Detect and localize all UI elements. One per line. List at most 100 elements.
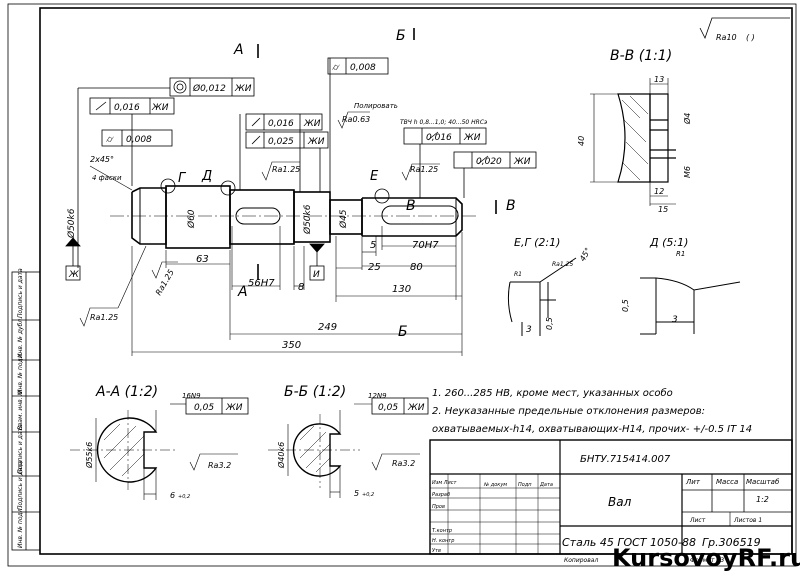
section-a-bottom: А (237, 284, 248, 300)
tb-copied: Копировал (564, 557, 598, 564)
vv-12: 12 (654, 187, 664, 196)
dia-50k6-left: Ø50k6 (66, 208, 77, 239)
tol-cyl-1: 0,008 (126, 135, 152, 145)
detail-g-label: Г (178, 171, 187, 186)
svg-text:Ra10: Ra10 (716, 33, 737, 42)
dim-130: 130 (392, 284, 411, 295)
vv-40: 40 (577, 136, 586, 146)
tol-cyl-2: 0,008 (350, 63, 376, 73)
dia-60: Ø60 (186, 209, 197, 229)
note-3: охватываемых-h14, охватывающих-H14, проч… (432, 424, 752, 435)
detail-eg-drawing (507, 257, 577, 336)
tol-runout-5: 0,020 (476, 157, 502, 167)
detail-d-drawing (640, 277, 741, 335)
side-stamp (11, 271, 41, 551)
outer-frame (7, 3, 797, 567)
tb-row-ncontrol: Н. контр (432, 538, 454, 544)
tol-runout-4-ref: ЖИ (463, 133, 481, 143)
side-label-6: Подпись и дата (17, 460, 24, 510)
tol-cyl-1-icon: ⌭ (106, 135, 114, 145)
tb-part-name: Вал (608, 495, 632, 509)
dim-80: 80 (410, 262, 423, 273)
tol-runout-2-ref: ЖИ (303, 119, 321, 129)
tb-col-change: Изм Лист (432, 480, 458, 486)
section-aa-depth-tol: +0,2 (178, 494, 190, 500)
dim-56h7: 56H7 (248, 278, 275, 289)
polish-ra: Ra0.63 (342, 115, 370, 124)
tol-runout-3-ref: ЖИ (307, 137, 325, 147)
detail-d-05: 0,5 (621, 299, 630, 312)
detail-e-circle (374, 188, 390, 204)
section-v-left: В (406, 198, 416, 214)
section-bb-dia: Ø40k6 (276, 442, 286, 469)
vv-13: 13 (654, 75, 664, 84)
section-bb-title: Б-Б (1:2) (284, 384, 346, 400)
chamfer-count: 4 фаски (92, 174, 122, 182)
tb-material: Сталь 45 ГОСТ 1050-88 (562, 536, 696, 549)
section-v-right: В (506, 198, 516, 214)
detail-d-title: Д (5:1) (649, 236, 688, 249)
datum-i: И (313, 270, 320, 280)
detail-d-circle (220, 180, 236, 196)
note-1: 1. 260...285 HB, кроме мест, указанных о… (432, 387, 673, 399)
tb-col-mass: Масса (716, 478, 738, 486)
tb-sheet: Лист (689, 517, 706, 524)
tb-col-sign: Подп (518, 482, 532, 488)
detail-d-label: Д (201, 169, 212, 184)
section-b-bottom: Б (398, 324, 408, 340)
dim-8: 8 (298, 282, 304, 293)
vv-d4: Ø4 (682, 113, 692, 125)
side-label-4: Взам. инв. № (17, 389, 24, 430)
section-aa-key: 16N9 (182, 392, 201, 400)
section-bb-key: 12N9 (368, 392, 387, 400)
keyway-1 (235, 207, 281, 225)
tol-runout-3: 0,025 (268, 137, 294, 147)
tol-runout-4: 0,016 (426, 133, 452, 143)
dim-70h7: 70H7 (412, 240, 439, 251)
section-bb-depth: 5 (354, 489, 359, 498)
tb-col-date: Дата (539, 482, 553, 488)
dim-249: 249 (318, 322, 337, 333)
detail-eg-3: 3 (526, 325, 532, 335)
tol-coax-ref: ЖИ (234, 84, 252, 94)
tb-col-docnum: № докум (483, 482, 507, 488)
tb-row-tcontrol: Т.контр (432, 528, 452, 534)
detail-eg-r: R1 (514, 271, 522, 278)
tb-row-check: Пров (432, 504, 445, 510)
section-aa-title: А-А (1:2) (95, 384, 158, 400)
dim-350: 350 (282, 340, 301, 351)
tb-sheets: Листов 1 (733, 517, 762, 524)
detail-eg-ra: Ra1.25 (552, 261, 573, 268)
section-aa-depth: 6 (170, 491, 175, 500)
watermark: KursovoyRF.ru (612, 544, 800, 572)
tol-cyl-2-icon: ⌭ (332, 63, 340, 73)
section-bb-depth-tol: +0,2 (362, 492, 374, 498)
dia-45: Ø45 (338, 209, 349, 229)
side-label-1: Подпись и дата (17, 268, 24, 318)
tol-runout-5-ref: ЖИ (513, 157, 531, 167)
section-bb-ref: ЖИ (407, 403, 425, 413)
section-bb-tol: 0,05 (378, 403, 398, 413)
keyway-2 (381, 205, 459, 225)
tb-format: Формат А3 (690, 557, 724, 564)
detail-e-label: Е (370, 169, 379, 184)
section-vv-title: В-В (1:1) (610, 48, 672, 64)
dim-5: 5 (370, 240, 376, 251)
detail-g-circle (160, 178, 176, 194)
section-aa-drawing (70, 397, 249, 500)
side-label-3: Инв. № подл. (17, 353, 24, 394)
tb-col-lit: Лит (685, 478, 701, 486)
svg-text:KursovoyRF.ru: KursovoyRF.ru (612, 544, 800, 572)
section-aa-ref: ЖИ (225, 403, 243, 413)
section-a-top: А (233, 42, 244, 58)
section-aa-ra: Ra3.2 (208, 461, 231, 470)
tb-row-dev: Разраб (432, 492, 450, 498)
tol-runout-1: 0,016 (114, 103, 140, 113)
ra-125-b: Ra1.25 (410, 165, 438, 174)
ra-125-a: Ra1.25 (272, 165, 300, 174)
section-b-top: Б (396, 28, 406, 44)
shaft-outline (131, 185, 463, 249)
dim-25: 25 (368, 262, 381, 273)
